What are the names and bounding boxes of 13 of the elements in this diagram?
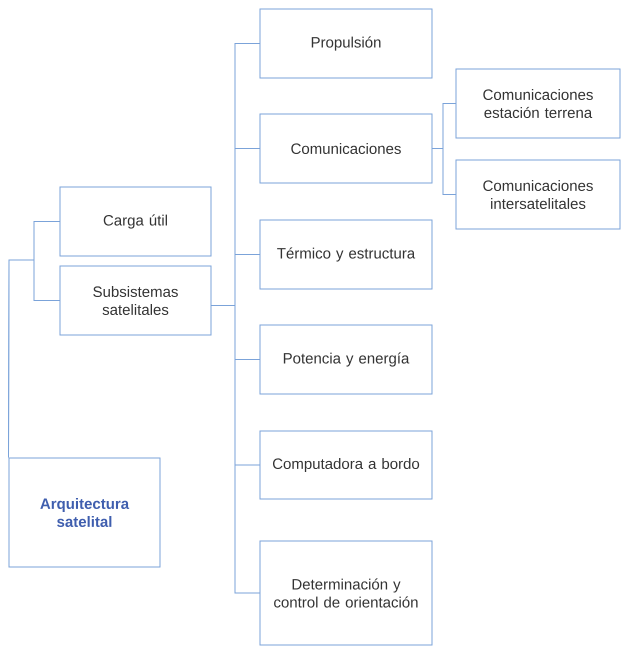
category-box: Computadora a bordo — [260, 430, 432, 500]
connector-line — [432, 148, 456, 195]
category-box: Determinación y control de orientación — [260, 540, 432, 646]
category-box: Propulsión — [260, 8, 432, 78]
category-box: Comunicaciones — [260, 114, 432, 184]
category-box: Potencia y energía — [260, 324, 432, 394]
category-box: Comunicaciones intersatelitales — [456, 160, 620, 230]
category-box: Subsistemas satelitales — [60, 266, 212, 336]
category-box: Térmico y estructura — [260, 220, 432, 290]
title-box: Arquitectura satelital — [8, 458, 160, 568]
category-box: Carga útil — [60, 186, 212, 256]
connector-line — [8, 260, 60, 458]
category-box: Comunicaciones estación terrena — [456, 68, 620, 138]
